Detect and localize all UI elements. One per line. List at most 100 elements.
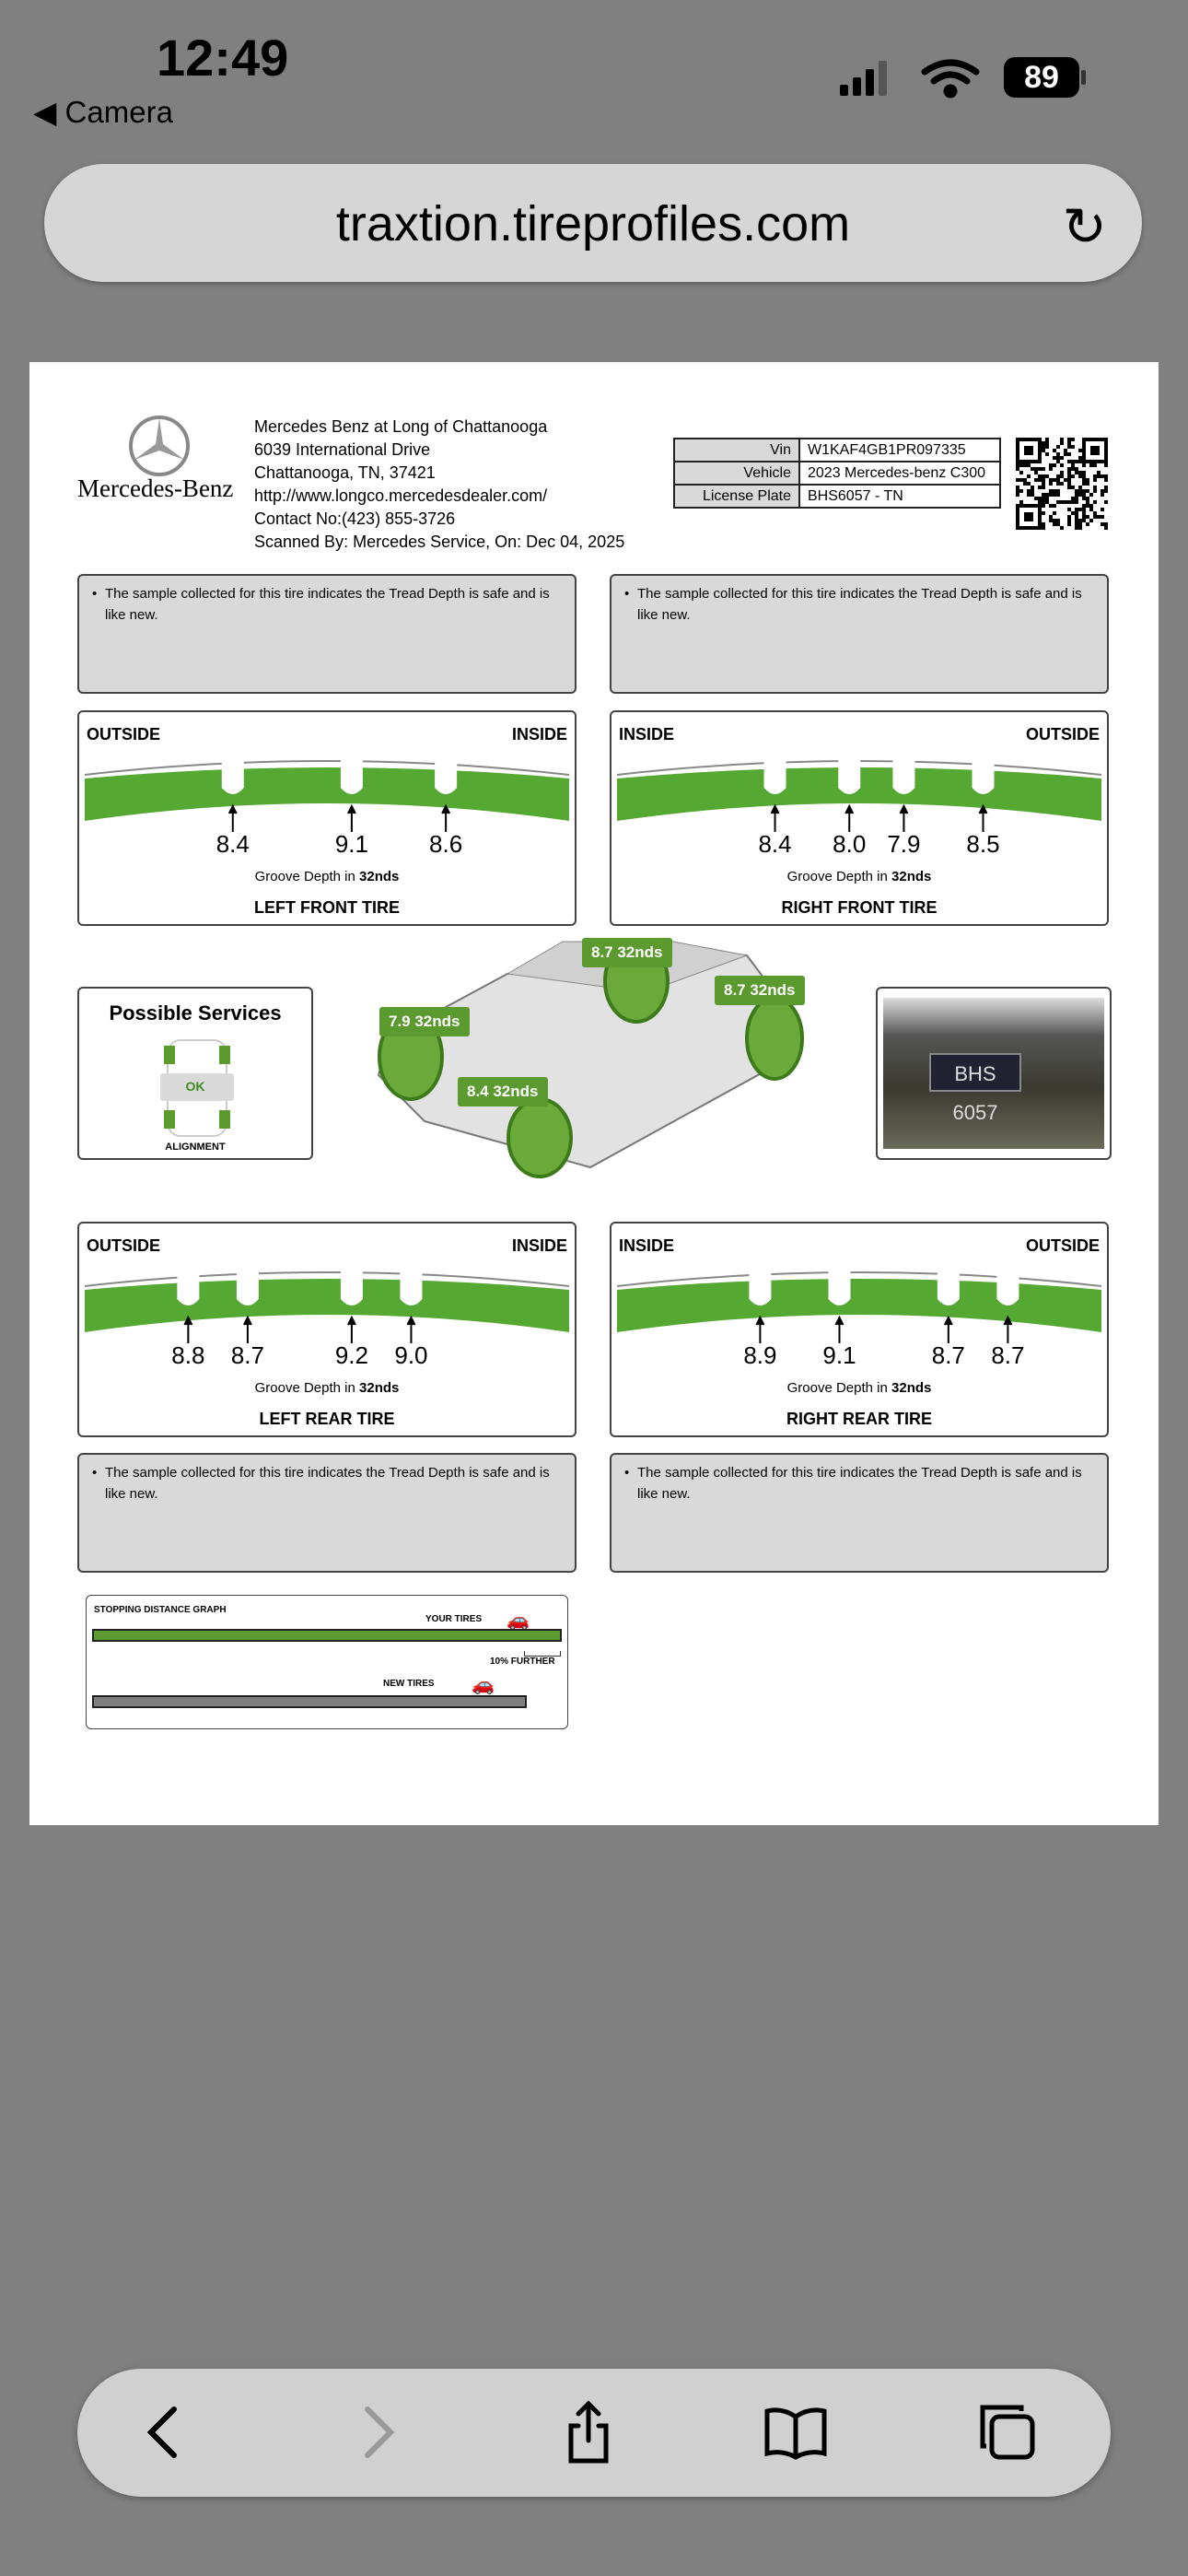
groove-depth: 8.6 bbox=[429, 830, 463, 858]
stopping-distance-graph: STOPPING DISTANCE GRAPH YOUR TIRES 🚗 10%… bbox=[86, 1595, 568, 1729]
groove-label-text: Groove Depth in bbox=[786, 1380, 892, 1396]
groove-arrow-icon bbox=[406, 1315, 416, 1343]
tire-tag-front-bottom: 8.4 32nds bbox=[458, 1077, 548, 1107]
groove-unit: 32nds bbox=[891, 869, 932, 884]
share-icon[interactable] bbox=[556, 2400, 621, 2465]
tread-profile bbox=[616, 758, 1102, 832]
groove bbox=[892, 758, 915, 794]
back-app-label: Camera bbox=[64, 95, 173, 129]
groove-depth: 9.2 bbox=[334, 1341, 368, 1369]
groove-label-text: Groove Depth in bbox=[254, 1380, 360, 1396]
groove-depth: 8.4 bbox=[758, 830, 792, 858]
groove bbox=[236, 1270, 259, 1306]
brand-name: Mercedes-Benz bbox=[77, 474, 234, 502]
possible-services-box: Possible Services OK ALIGNMENT bbox=[77, 987, 313, 1160]
groove-arrow-icon bbox=[227, 803, 238, 832]
side-label-right: OUTSIDE bbox=[1025, 725, 1100, 744]
back-icon[interactable] bbox=[133, 2400, 197, 2465]
forward-icon[interactable] bbox=[344, 2400, 409, 2465]
url-text[interactable]: traxtion.tireprofiles.com bbox=[335, 196, 851, 252]
car-illustration bbox=[377, 939, 804, 1178]
status-icons bbox=[840, 59, 980, 99]
groove bbox=[221, 758, 244, 794]
groove bbox=[177, 1270, 200, 1306]
tread-profile bbox=[84, 758, 570, 832]
tire-tag-left-rear-top: 8.7 32nds bbox=[582, 938, 672, 967]
tire-tag-left-front: 7.9 32nds bbox=[379, 1007, 470, 1036]
battery-indicator: 89 bbox=[1004, 57, 1079, 98]
groove-arrow-icon bbox=[770, 803, 780, 832]
groove-unit: 32nds bbox=[359, 1380, 400, 1396]
groove-depth-label: Groove Depth in 32nds bbox=[611, 869, 1107, 884]
groove-depth: 8.7 bbox=[230, 1341, 264, 1369]
groove-depth: 8.4 bbox=[215, 830, 250, 858]
mercedes-star-logo bbox=[129, 416, 190, 476]
scanned-by: Scanned By: Mercedes Service, On: Dec 04… bbox=[254, 533, 625, 551]
signal-icon bbox=[840, 61, 887, 96]
status-time: 12:49 bbox=[157, 29, 289, 87]
note-right-front: • The sample collected for this tire indi… bbox=[610, 574, 1109, 694]
new-tires-label: NEW TIRES bbox=[383, 1679, 435, 1689]
further-label: 10% FURTHER bbox=[490, 1657, 555, 1667]
groove-arrow-icon bbox=[347, 803, 356, 832]
groove bbox=[937, 1270, 960, 1306]
note-text: The sample collected for this tire indic… bbox=[105, 586, 550, 623]
dealer-address2: Chattanooga, TN, 37421 bbox=[254, 463, 436, 482]
groove-depth: 8.8 bbox=[171, 1341, 205, 1369]
note-left-rear: •The sample collected for this tire indi… bbox=[77, 1453, 577, 1573]
plate-label: License Plate bbox=[673, 484, 800, 509]
alignment-car-icon bbox=[160, 1039, 234, 1137]
groove-depth: 8.7 bbox=[991, 1341, 1025, 1369]
groove-depth: 9.1 bbox=[822, 1341, 856, 1369]
groove-unit: 32nds bbox=[891, 1380, 932, 1396]
groove-arrow-icon bbox=[347, 1315, 356, 1343]
qr-code[interactable] bbox=[1016, 438, 1110, 532]
groove-label-text: Groove Depth in bbox=[254, 869, 360, 884]
your-tires-bar bbox=[92, 1629, 562, 1642]
tire-title: LEFT REAR TIRE bbox=[259, 1410, 395, 1428]
note-left-front: • The sample collected for this tire indi… bbox=[77, 574, 577, 694]
dealer-name: Mercedes Benz at Long of Chattanooga bbox=[254, 417, 548, 436]
groove-arrow-icon bbox=[834, 1315, 844, 1343]
vin-label: Vin bbox=[673, 438, 800, 463]
groove-depth: 9.0 bbox=[394, 1341, 428, 1369]
plate-photo-image: BHS 6057 bbox=[883, 998, 1104, 1149]
vin-value: W1KAF4GB1PR097335 bbox=[798, 438, 1001, 463]
dealer-contact: Contact No:(423) 855-3726 bbox=[254, 509, 456, 528]
groove-depth: 8.5 bbox=[966, 830, 1000, 858]
tabs-icon[interactable] bbox=[975, 2400, 1040, 2465]
battery-level: 89 bbox=[1024, 60, 1059, 95]
bullet: • bbox=[92, 586, 98, 602]
dealer-website[interactable]: http://www.longco.mercedesdealer.com/ bbox=[254, 486, 548, 505]
note-right-rear: •The sample collected for this tire indi… bbox=[610, 1453, 1109, 1573]
car-icon: 🚗 bbox=[472, 1675, 495, 1695]
back-to-camera[interactable]: ◀ Camera bbox=[33, 94, 173, 130]
license-plate-photo[interactable]: BHS 6057 bbox=[876, 987, 1112, 1160]
plate-value: BHS6057 - TN bbox=[798, 484, 1001, 509]
tire-title: RIGHT REAR TIRE bbox=[786, 1410, 932, 1428]
groove-arrow-icon bbox=[755, 1315, 765, 1343]
side-label-left: OUTSIDE bbox=[87, 725, 161, 744]
groove bbox=[400, 1270, 423, 1306]
tread-profile bbox=[84, 1270, 570, 1343]
groove bbox=[340, 758, 363, 794]
groove-arrow-icon bbox=[183, 1315, 193, 1343]
bullet: • bbox=[624, 586, 630, 602]
groove-depth-label: Groove Depth in 32nds bbox=[79, 1380, 575, 1396]
groove-arrow-icon bbox=[844, 803, 855, 832]
tire-report: Mercedes-Benz Mercedes Benz at Long of C… bbox=[29, 362, 1159, 1825]
vehicle-label: Vehicle bbox=[673, 461, 800, 486]
your-tires-label: YOUR TIRES bbox=[425, 1614, 483, 1624]
reload-icon[interactable]: ↻ bbox=[1062, 197, 1107, 257]
bookmarks-icon[interactable] bbox=[763, 2400, 828, 2465]
browser-toolbar bbox=[77, 2369, 1111, 2497]
note-text: The sample collected for this tire indic… bbox=[637, 586, 1082, 623]
tire-title: LEFT FRONT TIRE bbox=[254, 898, 400, 917]
address-bar[interactable]: traxtion.tireprofiles.com ↻ bbox=[44, 164, 1142, 282]
